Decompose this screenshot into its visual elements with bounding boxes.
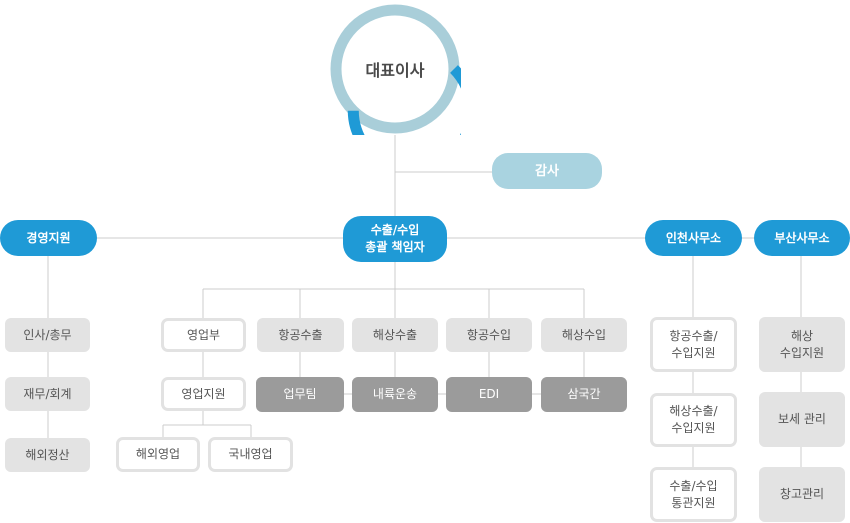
sea-export-node[interactable]: 해상수출 [352, 318, 438, 352]
audit-node[interactable]: 감사 [492, 153, 602, 189]
air-export-node[interactable]: 항공수출 [257, 318, 344, 352]
busan-sea-import-support-node[interactable]: 해상 수입지원 [759, 317, 845, 372]
management-item-hr[interactable]: 인사/총무 [5, 318, 90, 352]
sales-support-node[interactable]: 영업지원 [161, 377, 246, 411]
management-item-finance[interactable]: 재무/회계 [5, 377, 90, 411]
incheon-sea-support-node[interactable]: 해상수출/ 수입지원 [650, 393, 737, 447]
air-import-node[interactable]: 항공수입 [446, 318, 532, 352]
busan-office-node[interactable]: 부산사무소 [754, 220, 850, 256]
ceo-label: 대표이사 [365, 61, 425, 80]
export-import-head-node[interactable]: 수출/수입 총괄 책임자 [343, 216, 447, 262]
overseas-sales-node[interactable]: 해외영업 [116, 437, 200, 472]
work-team-node[interactable]: 업무팀 [256, 377, 344, 412]
third-country-node[interactable]: 삼국간 [541, 377, 627, 412]
sales-dept-node[interactable]: 영업부 [161, 318, 246, 352]
incheon-office-node[interactable]: 인천사무소 [645, 220, 742, 256]
sea-import-node[interactable]: 해상수입 [541, 318, 627, 352]
incheon-air-support-node[interactable]: 항공수출/ 수입지원 [650, 317, 737, 372]
incheon-customs-support-node[interactable]: 수출/수입 통관지원 [650, 467, 737, 522]
management-item-overseas-settlement[interactable]: 해외정산 [5, 438, 90, 472]
edi-node[interactable]: EDI [446, 377, 532, 412]
inland-transport-node[interactable]: 내륙운송 [352, 377, 438, 412]
ceo-node[interactable]: 대표이사 [329, 3, 477, 176]
busan-warehouse-management-node[interactable]: 창고관리 [759, 467, 845, 522]
busan-bonded-management-node[interactable]: 보세 관리 [759, 392, 845, 447]
management-support-node[interactable]: 경영지원 [0, 220, 97, 256]
domestic-sales-node[interactable]: 국내영업 [208, 437, 293, 472]
